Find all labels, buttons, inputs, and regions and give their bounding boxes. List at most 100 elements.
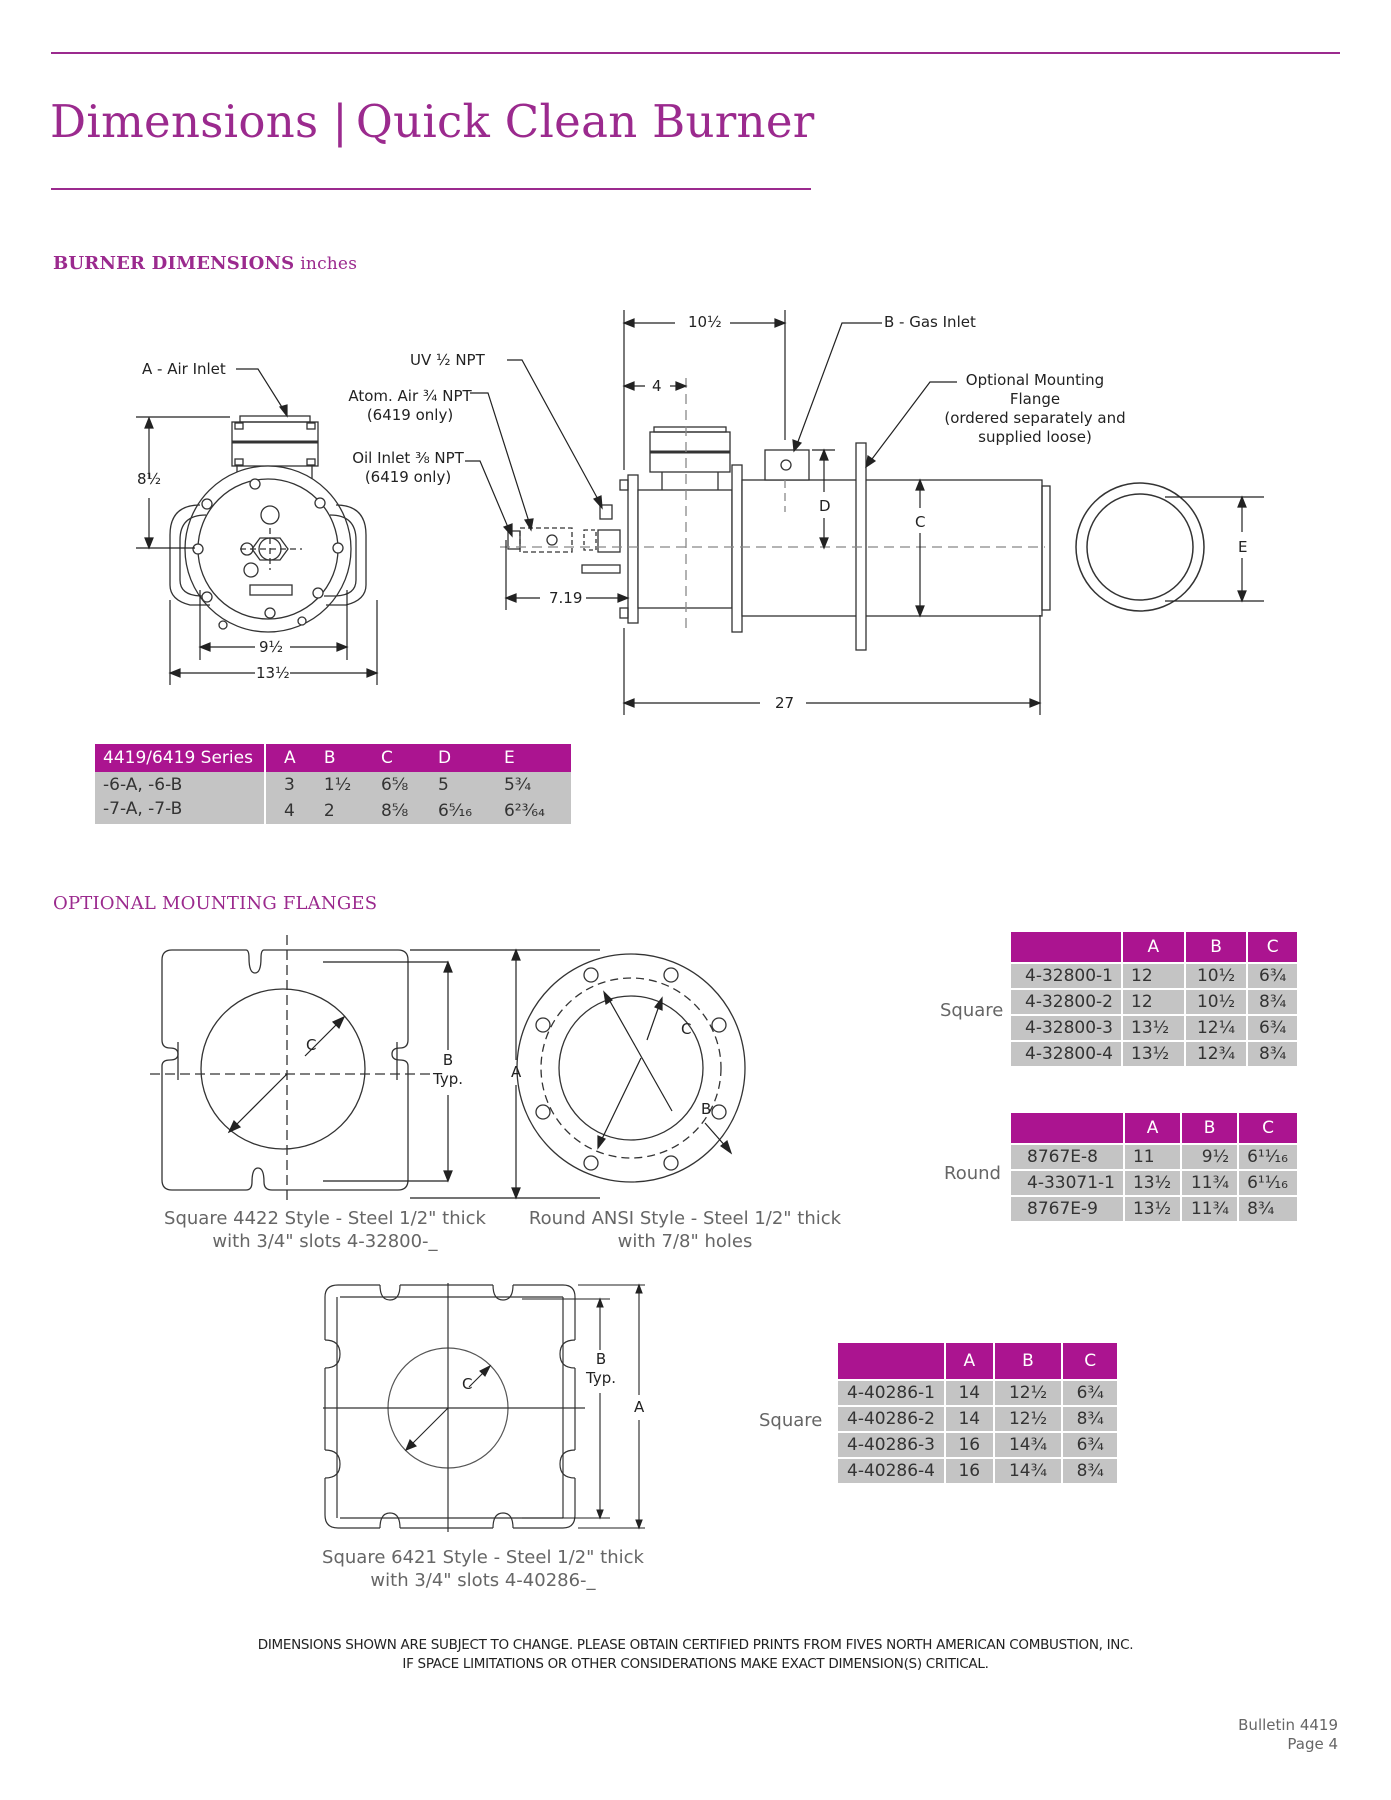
square-4422-caption: Square 4422 Style - Steel 1/2" thick wit… xyxy=(160,1207,490,1253)
cell-E: 6²³⁄₆₄ xyxy=(495,798,571,824)
cell-A: 3 xyxy=(264,772,316,798)
round-ansi-caption: Round ANSI Style - Steel 1/2" thick with… xyxy=(520,1207,850,1253)
atom-air-line-2: (6419 only) xyxy=(366,405,454,424)
top-rule xyxy=(51,52,1340,54)
round-label-B: B xyxy=(701,1100,712,1118)
header-B: B xyxy=(1180,1111,1240,1145)
header-B: B xyxy=(1183,930,1249,964)
cell-A: 16 xyxy=(944,1457,995,1485)
cell-C: 6⅝ xyxy=(372,772,430,798)
cell-C: 6¾ xyxy=(1246,1014,1299,1042)
cell-B: 11¾ xyxy=(1180,1169,1240,1197)
oil-inlet-label: Oil Inlet ⅜ NPT (6419 only) xyxy=(348,449,468,487)
cell-C: 8¾ xyxy=(1061,1405,1119,1433)
dim-E: E xyxy=(1238,538,1248,556)
cell-B: 9½ xyxy=(1180,1143,1240,1171)
burner-dimensions-heading: BURNER DIMENSIONS inches xyxy=(53,253,357,274)
cell-part: 4-40286-4 xyxy=(836,1457,946,1485)
square-6421-drawing xyxy=(323,1283,645,1532)
square-6421-row-label: Square xyxy=(759,1410,823,1431)
cell-A: 13½ xyxy=(1122,1169,1183,1197)
cell-part: 8767E-8 xyxy=(1009,1143,1125,1171)
square-6421-caption: Square 6421 Style - Steel 1/2" thick wit… xyxy=(318,1546,648,1592)
cell-A: 4 xyxy=(264,798,316,824)
header-B: B xyxy=(992,1341,1064,1381)
uv-label: UV ½ NPT xyxy=(410,351,485,369)
cell-part: 4-40286-2 xyxy=(836,1405,946,1433)
oil-inlet-line-2: (6419 only) xyxy=(364,467,452,486)
title-underline xyxy=(51,188,811,190)
cell-B: 12½ xyxy=(992,1379,1064,1407)
cell-part: 4-32800-3 xyxy=(1009,1014,1123,1042)
table-header-row: A B C xyxy=(836,1341,1119,1381)
flange-drawings-top xyxy=(150,935,746,1205)
cell-C: 8¾ xyxy=(1246,1040,1299,1068)
atom-air-label: Atom. Air ¾ NPT (6419 only) xyxy=(345,387,475,425)
square-6421-label-C: C xyxy=(462,1375,473,1393)
cell-C: 8¾ xyxy=(1246,988,1299,1016)
cell-A: 13½ xyxy=(1121,1014,1186,1042)
flange-line-2: Flange xyxy=(1009,390,1061,408)
caption-line-2: with 3/4" slots 4-32800-_ xyxy=(212,1231,438,1252)
air-inlet-label: A - Air Inlet xyxy=(142,360,226,378)
table-row: -6-A, -6-B 3 1½ 6⅝ 5 5¾ xyxy=(95,772,571,798)
dim-C: C xyxy=(915,513,926,531)
label-B: B xyxy=(595,1350,607,1368)
header-C: C xyxy=(372,744,430,772)
dim-10-5: 10½ xyxy=(688,313,722,331)
cell-C: 6¹¹⁄₁₆ xyxy=(1237,1143,1299,1171)
table-header-row: A B C xyxy=(1009,1111,1299,1145)
cell-part: 4-32800-1 xyxy=(1009,962,1123,990)
cell-part: 4-32800-2 xyxy=(1009,988,1123,1016)
header-C: C xyxy=(1237,1111,1299,1145)
title-left: Dimensions xyxy=(50,95,319,148)
cell-B: 1½ xyxy=(315,772,373,798)
header-part xyxy=(1009,1111,1125,1145)
header-A: A xyxy=(264,744,316,772)
dim-height-8-5: 8½ xyxy=(137,470,162,488)
cell-A: 12 xyxy=(1121,988,1186,1016)
cell-A: 13½ xyxy=(1121,1040,1186,1068)
round-label-C: C xyxy=(681,1020,692,1038)
dim-outer-width: 13½ xyxy=(256,664,290,682)
title-separator: | xyxy=(332,95,348,148)
header-A: A xyxy=(1122,1111,1183,1145)
header-C: C xyxy=(1246,930,1299,964)
cell-B: 12½ xyxy=(992,1405,1064,1433)
caption-line-1: Round ANSI Style - Steel 1/2" thick xyxy=(528,1208,842,1229)
square-6421-label-B: B Typ. xyxy=(581,1350,621,1388)
cell-A: 13½ xyxy=(1122,1195,1183,1223)
cell-part: 8767E-9 xyxy=(1009,1195,1125,1223)
header-part xyxy=(836,1341,946,1381)
label-typ: Typ. xyxy=(433,1069,463,1088)
cell-B: 2 xyxy=(315,798,373,824)
cell-part: 4-40286-3 xyxy=(836,1431,946,1459)
burner-end-view-drawing xyxy=(136,310,1264,715)
bulletin-info: Bulletin 4419 Page 4 xyxy=(1238,1716,1338,1754)
header-E: E xyxy=(495,744,571,772)
caption-line-1: Square 4422 Style - Steel 1/2" thick xyxy=(164,1208,486,1229)
cell-D: 5 xyxy=(429,772,496,798)
heading-unit: inches xyxy=(300,254,358,274)
dim-7-19: 7.19 xyxy=(549,589,583,607)
cell-part: 4-40286-1 xyxy=(836,1379,946,1407)
cell-C: 8¾ xyxy=(1237,1195,1299,1223)
cell-series: -7-A, -7-B xyxy=(95,798,265,824)
header-B: B xyxy=(315,744,373,772)
cell-D: 6⁵⁄₁₆ xyxy=(429,798,496,824)
header-part xyxy=(1009,930,1123,964)
cell-C: 6¾ xyxy=(1246,962,1299,990)
optional-flange-label: Optional Mounting Flange (ordered separa… xyxy=(935,371,1135,447)
cell-series: -6-A, -6-B xyxy=(95,772,265,798)
atom-air-line-1: Atom. Air ¾ NPT xyxy=(348,387,472,405)
table-header-row: A B C xyxy=(1009,930,1299,964)
